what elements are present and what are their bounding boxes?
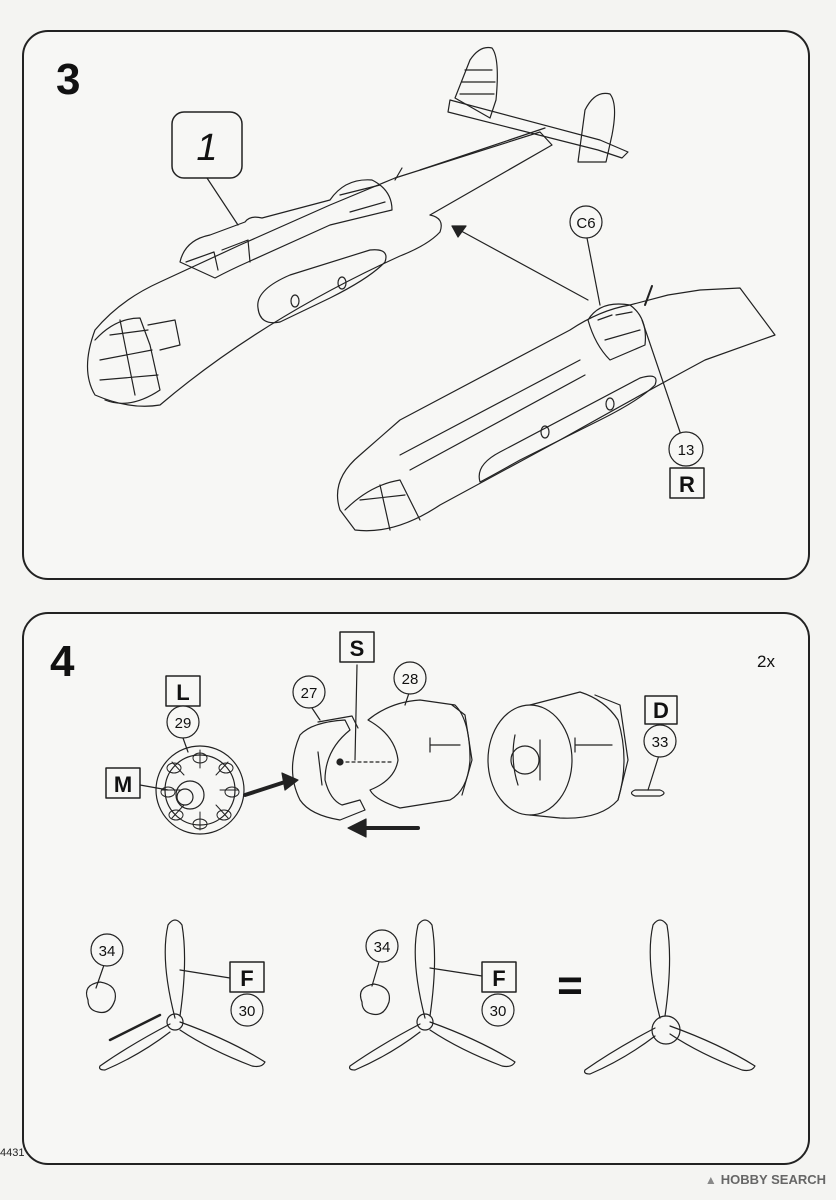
part-c6-circle (569, 205, 603, 239)
label-d: D (653, 698, 669, 723)
label-f-box-middle (481, 961, 517, 993)
part-30-label-left: 30 (239, 1003, 256, 1020)
part-28-circle (393, 661, 427, 695)
label-r: R (679, 472, 695, 497)
propeller-result-drawing (583, 919, 756, 1075)
part-30-label-middle: 30 (490, 1003, 507, 1020)
propeller-left-drawing (85, 919, 266, 1071)
part-29-label: 29 (175, 715, 192, 732)
part-27-circle (292, 675, 326, 709)
attach-arrowhead (281, 772, 299, 791)
watermark-logo-icon: ▲ (704, 1172, 717, 1187)
label-l: L (176, 680, 189, 705)
engine-nacelle-drawing (487, 691, 665, 819)
step-3-number: 3 (56, 55, 81, 104)
part-27-label: 27 (301, 685, 318, 702)
part-13-label: 13 (678, 442, 695, 459)
watermark-text: HOBBY SEARCH (720, 1172, 826, 1187)
slide-arrowhead (347, 818, 367, 838)
part-33-label: 33 (652, 734, 669, 751)
label-s-box (339, 631, 375, 663)
label-r-box (669, 467, 705, 499)
part-30-circle-left (230, 993, 264, 1027)
engine-cylinder-drawing (155, 745, 245, 835)
part-30-circle-middle (481, 993, 515, 1027)
part-13-circle (668, 431, 704, 467)
step-4-panel (22, 612, 810, 1165)
part-34-circle-left (90, 933, 124, 967)
part-34-label-middle: 34 (374, 939, 391, 956)
label-m: M (114, 772, 132, 797)
part-reference-box (171, 111, 243, 179)
cowling-front-drawing (291, 715, 366, 821)
cowling-rear-drawing (367, 699, 473, 809)
label-f-middle: F (492, 966, 505, 991)
part-34-label-left: 34 (99, 943, 116, 960)
part-c6-label: C6 (576, 215, 595, 232)
part-33-circle (643, 724, 677, 758)
fuselage-insert-drawing (336, 285, 776, 532)
label-f-left: F (240, 966, 253, 991)
part-34-circle-middle (365, 929, 399, 963)
step-4-number: 4 (50, 637, 75, 686)
quantity-label: 2x (757, 652, 775, 671)
equals-sign: = (557, 961, 583, 1010)
watermark: ▲ HOBBY SEARCH (705, 1172, 826, 1187)
label-l-box (165, 675, 201, 707)
assembly-arrow (451, 225, 589, 301)
label-d-box (644, 695, 678, 725)
part-reference-label: 1 (196, 127, 217, 169)
attach-arrow (243, 780, 287, 797)
assembly-arrowhead (451, 225, 467, 238)
part-29-circle (166, 705, 200, 739)
label-m-box (105, 767, 141, 799)
page-code: 4431 (0, 1147, 25, 1159)
part-28-label: 28 (402, 671, 419, 688)
fuselage-assembled-drawing (86, 46, 629, 407)
label-f-box-left (229, 961, 265, 993)
label-s: S (350, 636, 365, 661)
